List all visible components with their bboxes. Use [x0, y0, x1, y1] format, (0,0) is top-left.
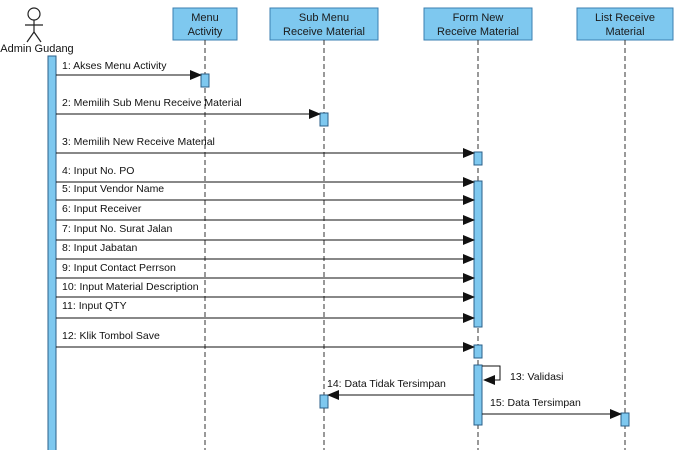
activation-bar	[473, 344, 483, 359]
message-label: 11: Input QTY	[62, 300, 127, 312]
message-label: 10: Input Material Description	[62, 281, 199, 293]
lifeline-sub-menu-receive-material: Sub Menu Receive Material	[269, 7, 379, 450]
message-label: 2: Memilih Sub Menu Receive Material	[62, 97, 242, 109]
activation-bar	[620, 412, 630, 427]
lifeline-title-line2: Receive Material	[283, 26, 365, 38]
actor-admin-gudang: Admin Gudang	[0, 7, 74, 55]
message-7: 7: Input No. Surat Jalan	[56, 223, 475, 245]
message-label: 12: Klik Tombol Save	[62, 330, 160, 342]
message-6: 6: Input Receiver	[56, 203, 475, 225]
lifeline-form-new-receive-material: Form New Receive Material	[423, 7, 533, 450]
message-label: 5: Input Vendor Name	[62, 183, 164, 195]
lifeline-title-line1: Form New	[453, 12, 504, 24]
lifeline-title-line1: Sub Menu	[299, 12, 349, 24]
message-label: 15: Data Tersimpan	[490, 397, 581, 409]
message-label: 4: Input No. PO	[62, 165, 134, 177]
actor-head-icon	[27, 7, 41, 21]
message-13-self: 13: Validasi	[482, 365, 564, 385]
message-1: 1: Akses Menu Activity	[56, 60, 202, 80]
actor-label: Admin Gudang	[0, 43, 73, 55]
message-2: 2: Memilih Sub Menu Receive Material	[56, 97, 321, 119]
activation-bar	[200, 73, 210, 88]
message-3: 3: Memilih New Receive Material	[56, 136, 475, 158]
lifeline-title-line1: Menu	[191, 12, 219, 24]
message-label: 3: Memilih New Receive Material	[62, 136, 215, 148]
message-label: 6: Input Receiver	[62, 203, 142, 215]
message-label: 13: Validasi	[510, 371, 564, 383]
message-label: 14: Data Tidak Tersimpan	[327, 378, 446, 390]
actor-activation-bar	[47, 55, 57, 450]
activation-bar	[473, 180, 483, 328]
activation-bar	[473, 151, 483, 166]
lifeline-box	[172, 7, 238, 41]
lifeline-title-line2: Material	[605, 26, 644, 38]
activation-bar	[319, 112, 329, 127]
message-9: 9: Input Contact Perrson	[56, 262, 475, 283]
message-label: 8: Input Jabatan	[62, 242, 137, 254]
lifeline-title-line2: Receive Material	[437, 26, 519, 38]
lifeline-title-line1: List Receive	[595, 12, 655, 24]
lifeline-title-line2: Activity	[188, 26, 223, 38]
message-15: 15: Data Tersimpan	[482, 397, 622, 419]
message-8: 8: Input Jabatan	[56, 242, 475, 264]
message-11: 11: Input QTY	[56, 300, 475, 323]
activation-bar	[473, 364, 483, 426]
message-14: 14: Data Tidak Tersimpan	[327, 378, 474, 400]
message-label: 7: Input No. Surat Jalan	[62, 223, 172, 235]
message-10: 10: Input Material Description	[56, 281, 475, 302]
message-5: 5: Input Vendor Name	[56, 183, 475, 205]
lifeline-list-receive-material: List Receive Material	[576, 7, 674, 450]
message-label: 1: Akses Menu Activity	[62, 60, 167, 72]
message-label: 9: Input Contact Perrson	[62, 262, 176, 274]
message-12: 12: Klik Tombol Save	[56, 330, 475, 352]
lifeline-menu-activity: Menu Activity	[172, 7, 238, 450]
activation-bar	[319, 394, 329, 409]
message-4: 4: Input No. PO	[56, 165, 475, 187]
